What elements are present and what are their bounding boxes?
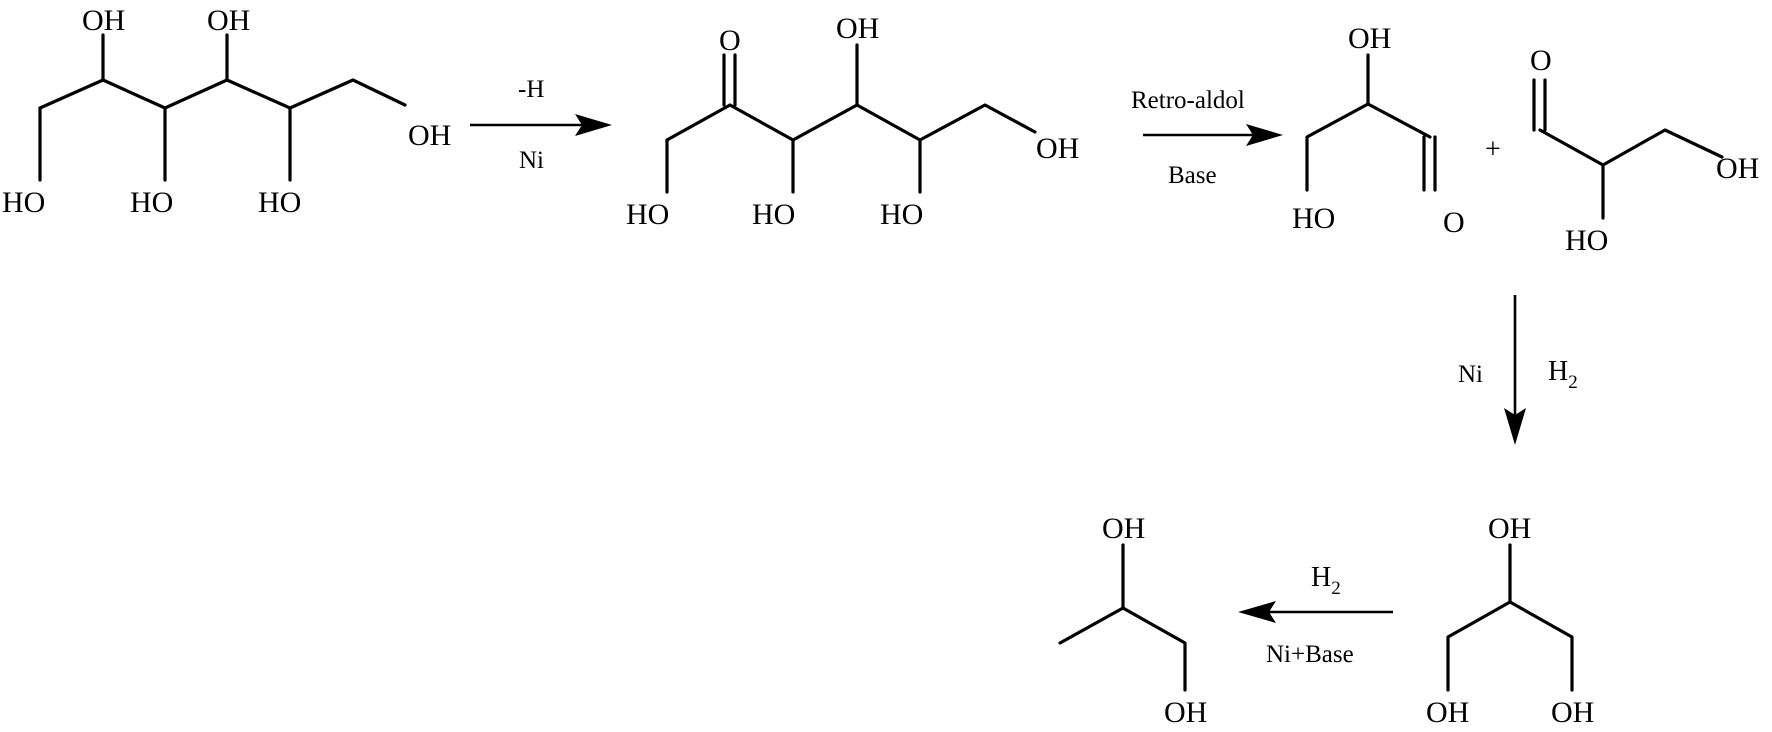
glycerol-oh-left: OH — [1426, 696, 1469, 729]
arrow-1-head — [575, 114, 612, 136]
sorbitol-ho-5: HO — [258, 186, 301, 219]
glyceraldehyde-carbonyl-o: O — [1443, 206, 1465, 239]
plus-sign: + — [1485, 134, 1501, 165]
sorbitol-oh-4: OH — [207, 4, 250, 37]
arrow-4-h-subscript: 2 — [1331, 578, 1341, 599]
arrow-4-head — [1238, 601, 1276, 623]
fructose-ho-3: HO — [752, 198, 795, 231]
arrow-hydrogenolysis: H2 Ni+Base — [1238, 562, 1393, 668]
sorbitol-backbone — [38, 78, 407, 110]
arrow-2-condition-bottom: Base — [1168, 162, 1217, 189]
fructose-carbonyl-o: O — [719, 24, 741, 57]
glycerol-backbone — [1446, 600, 1574, 692]
arrow-1-condition-top: -H — [518, 76, 544, 103]
sorbitol-ho-1: HO — [2, 186, 45, 219]
fructose-oh-6: OH — [1036, 132, 1079, 165]
propanediol-oh-bottom: OH — [1164, 696, 1207, 729]
arrow-2-head — [1246, 124, 1283, 146]
fructose-backbone — [665, 103, 1037, 142]
sorbitol-ho-3: HO — [130, 186, 173, 219]
arrow-1-condition-bottom: Ni — [519, 147, 544, 174]
propanediol-molecule: OH OH — [1058, 512, 1207, 729]
arrow-hydrogenation-down: Ni H2 — [1458, 295, 1578, 445]
arrow-4-condition-bottom: Ni+Base — [1266, 641, 1354, 668]
arrow-dehydrogenation: -H Ni — [470, 76, 612, 174]
glycerol-molecule: OH OH OH — [1426, 512, 1594, 729]
fructose-ho-1: HO — [626, 198, 669, 231]
dihydroxyacetone-ho: HO — [1565, 224, 1608, 257]
glyceraldehyde-backbone — [1305, 102, 1432, 192]
dihydroxyacetone-molecule: O HO OH — [1530, 44, 1759, 257]
arrow-3-condition-right: H2 — [1548, 356, 1578, 393]
sorbitol-molecule: HO OH HO OH HO OH — [2, 4, 451, 219]
glyceraldehyde-molecule: HO OH O — [1292, 22, 1465, 239]
arrow-3-h-symbol: H — [1548, 356, 1568, 387]
arrow-2-condition-top: Retro-aldol — [1131, 87, 1245, 114]
arrow-4-condition-top: H2 — [1311, 562, 1341, 599]
fructose-ho-5: HO — [880, 198, 923, 231]
dihydroxyacetone-oh: OH — [1716, 152, 1759, 185]
arrow-3-h-subscript: 2 — [1568, 372, 1578, 393]
propanediol-backbone — [1058, 606, 1187, 692]
glyceraldehyde-ho: HO — [1292, 202, 1335, 235]
glycerol-oh-right: OH — [1551, 696, 1594, 729]
sorbitol-oh-6: OH — [408, 119, 451, 152]
dihydroxyacetone-carbonyl-o: O — [1530, 44, 1552, 77]
glycerol-oh-top: OH — [1488, 512, 1531, 545]
dihydroxyacetone-backbone — [1538, 128, 1724, 167]
fructose-molecule: HO O HO OH HO OH — [626, 12, 1079, 231]
arrow-4-h-symbol: H — [1311, 562, 1331, 593]
arrow-3-head — [1504, 408, 1526, 445]
arrow-3-condition-left: Ni — [1458, 361, 1483, 388]
arrow-retro-aldol: Retro-aldol Base — [1131, 87, 1283, 189]
propanediol-oh-top: OH — [1102, 512, 1145, 545]
fructose-oh-4: OH — [836, 12, 879, 45]
sorbitol-oh-2: OH — [82, 4, 125, 37]
glyceraldehyde-oh: OH — [1348, 22, 1391, 55]
